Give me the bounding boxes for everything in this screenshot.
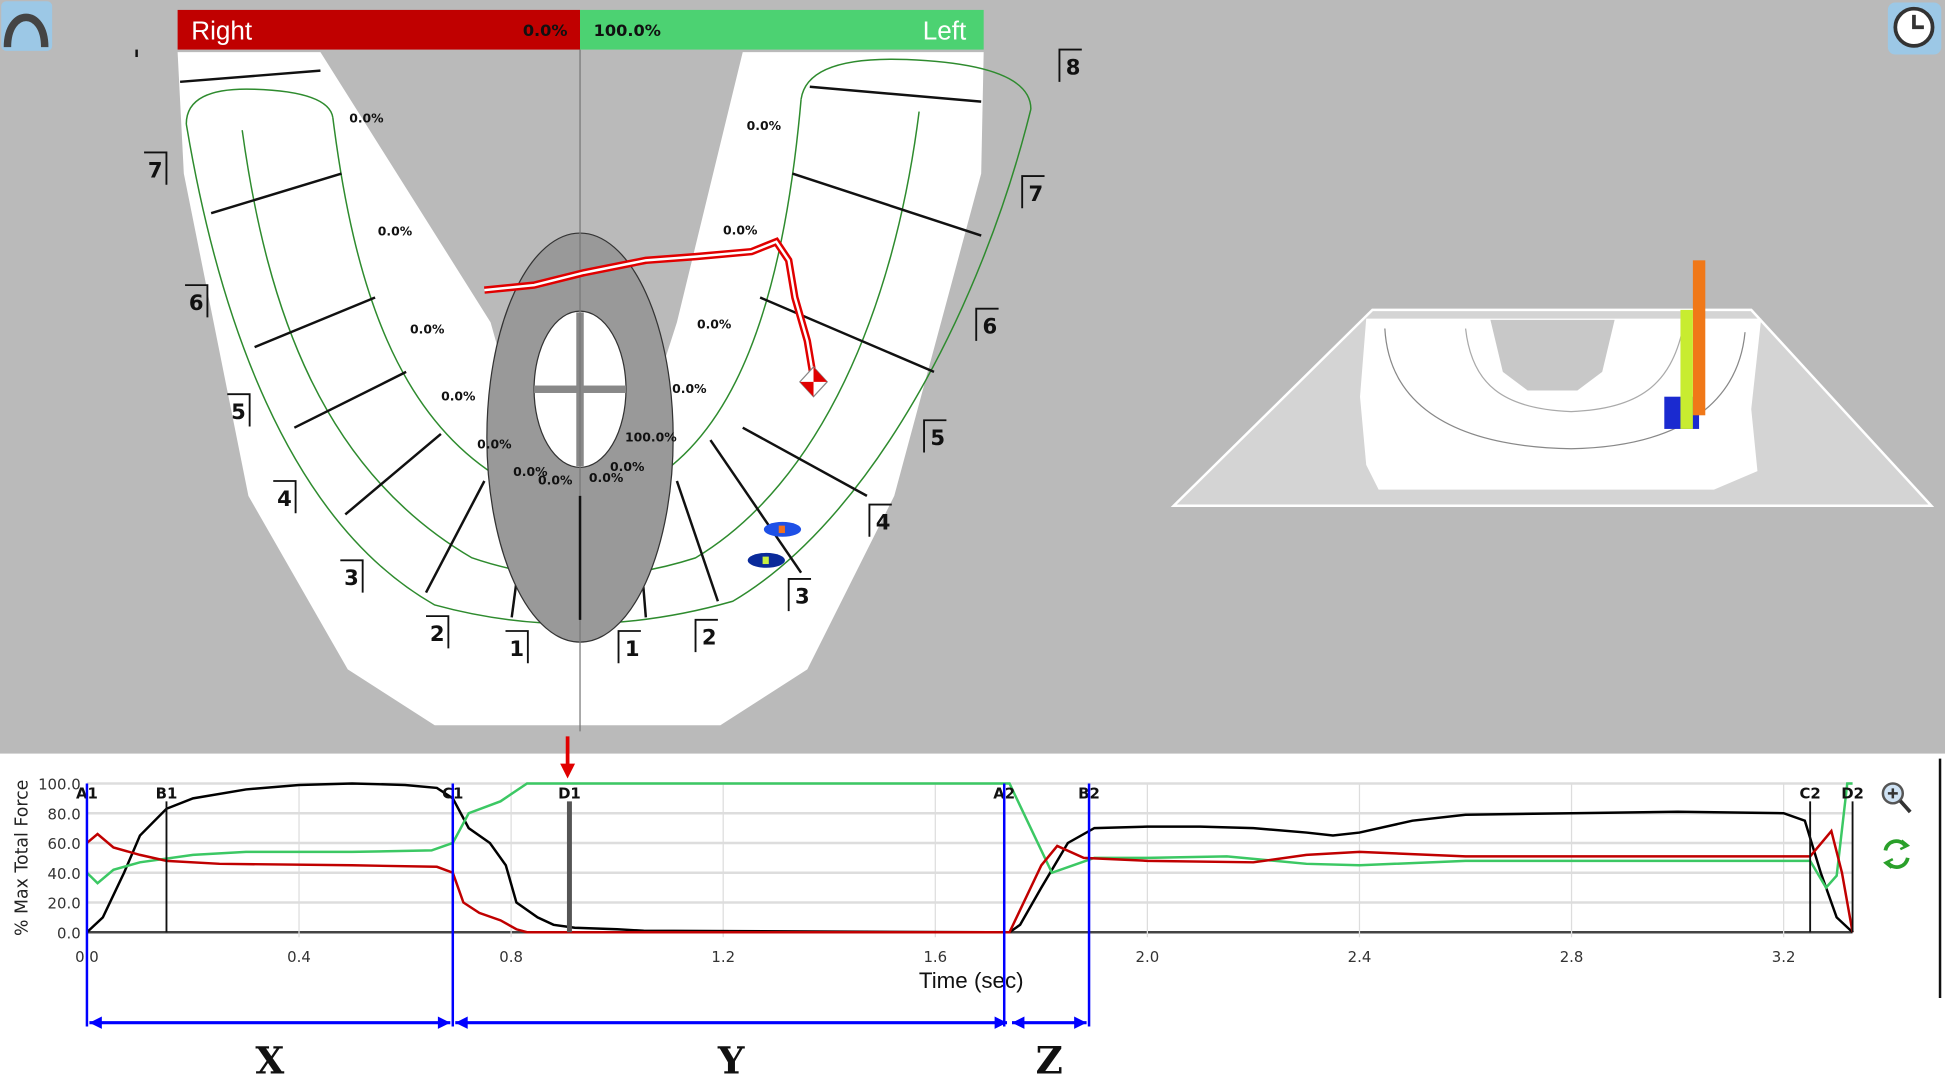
tooth-label-right: 7 [148, 157, 163, 182]
tooth-label-left: 8 [1066, 54, 1081, 79]
right-label: Right [191, 16, 253, 46]
y-tick-label: 20.0 [48, 895, 81, 913]
dental-arch-map[interactable]: 0.0%0.0%0.0%0.0%0.0%0.0%0.0%0.0%0.0%100.… [135, 48, 1082, 732]
region-percent: 0.0% [410, 321, 445, 336]
balance-bar: Right 0.0% 100.0% Left [177, 9, 984, 50]
region-percent: 0.0% [672, 381, 707, 396]
region-percent: 0.0% [538, 473, 573, 488]
arch-view-icon[interactable] [1, 1, 53, 51]
y-tick-label: 100.0 [38, 776, 81, 794]
tooth-number-labels: 7 6 5 4 3 2 1 1 2 3 4 5 6 7 8 [144, 48, 1082, 664]
clock-icon[interactable] [1887, 2, 1942, 55]
phase-label: Z [1036, 1039, 1063, 1081]
tooth-label-right: 3 [344, 565, 359, 590]
tooth-label-right: 4 [277, 486, 292, 511]
tooth-label-left: 7 [1029, 181, 1044, 206]
series-line-right [86, 828, 1854, 934]
y-tick-label: 80.0 [48, 805, 81, 823]
right-value: 0.0% [523, 21, 568, 40]
x-tick-label: 2.4 [1348, 948, 1372, 966]
y-tick-label: 0.0 [57, 924, 81, 942]
current-time-arrow-head [560, 763, 576, 779]
x-tick-label: 1.2 [711, 948, 735, 966]
y-tick-label: 40.0 [48, 865, 81, 883]
refresh-icon[interactable] [1883, 839, 1911, 870]
phase-label: Y [717, 1039, 745, 1081]
left-bar [580, 9, 984, 50]
tooth-label-right: 6 [189, 290, 204, 315]
right-bar [177, 9, 581, 50]
x-tick-label: 0.4 [287, 948, 311, 966]
region-percent: 0.0% [441, 388, 476, 403]
event-marker-label: B1 [156, 784, 178, 802]
tooth-label-left: 1 [625, 636, 640, 661]
graph-panel [0, 753, 1945, 1081]
event-marker-label: D2 [1841, 784, 1864, 802]
tooth-label-left: 5 [930, 425, 945, 450]
region-percent-labels: 0.0%0.0%0.0%0.0%0.0%0.0%0.0%0.0%0.0%100.… [349, 111, 781, 488]
x-axis-label: Time (sec) [919, 968, 1024, 993]
left-value: 100.0% [594, 21, 661, 40]
region-percent: 100.0% [625, 429, 677, 444]
region-percent: 0.0% [610, 459, 645, 474]
event-marker-label: C2 [1799, 784, 1820, 802]
left-label: Left [923, 16, 967, 46]
x-tick-label: 3.2 [1772, 948, 1796, 966]
tooth-label-left: 6 [983, 313, 998, 338]
force-marker-icon [747, 521, 802, 568]
tooth-label-left: 4 [876, 509, 891, 534]
region-percent: 0.0% [723, 222, 758, 237]
region-percent: 0.0% [513, 464, 548, 479]
y-axis-label: % Max Total Force [12, 780, 32, 936]
zoom-in-icon[interactable] [1881, 782, 1912, 814]
region-percent: 0.0% [378, 224, 413, 239]
tooth-label-left: 2 [702, 625, 717, 650]
tooth-label-right: 1 [509, 636, 524, 661]
3d-arch-view[interactable] [1170, 260, 1935, 508]
event-marker-label: D1 [558, 784, 581, 802]
x-tick-label: 0.8 [499, 948, 523, 966]
region-percent: 0.0% [349, 111, 384, 126]
x-tick-label: 2.8 [1560, 948, 1584, 966]
region-percent: 0.0% [697, 317, 732, 332]
tooth-label-left: 3 [795, 584, 810, 609]
region-percent: 0.0% [477, 437, 512, 452]
series-line-left [86, 782, 1853, 890]
tooth-label-right: 5 [231, 399, 246, 424]
center-of-force-trajectory [484, 237, 818, 379]
region-percent: 0.0% [747, 118, 782, 133]
region-percent: 0.0% [589, 470, 624, 485]
tooth-label-right: 2 [430, 621, 445, 646]
y-tick-label: 60.0 [48, 835, 81, 853]
x-tick-label: 1.6 [923, 948, 947, 966]
x-tick-label: 2.0 [1136, 948, 1160, 966]
force-time-chart[interactable]: A1B1C1D1A2B2C2D2 0.020.040.060.080.0100.… [12, 776, 1864, 1081]
phase-label: X [255, 1039, 284, 1081]
center-of-force-diamond-icon [799, 366, 829, 398]
